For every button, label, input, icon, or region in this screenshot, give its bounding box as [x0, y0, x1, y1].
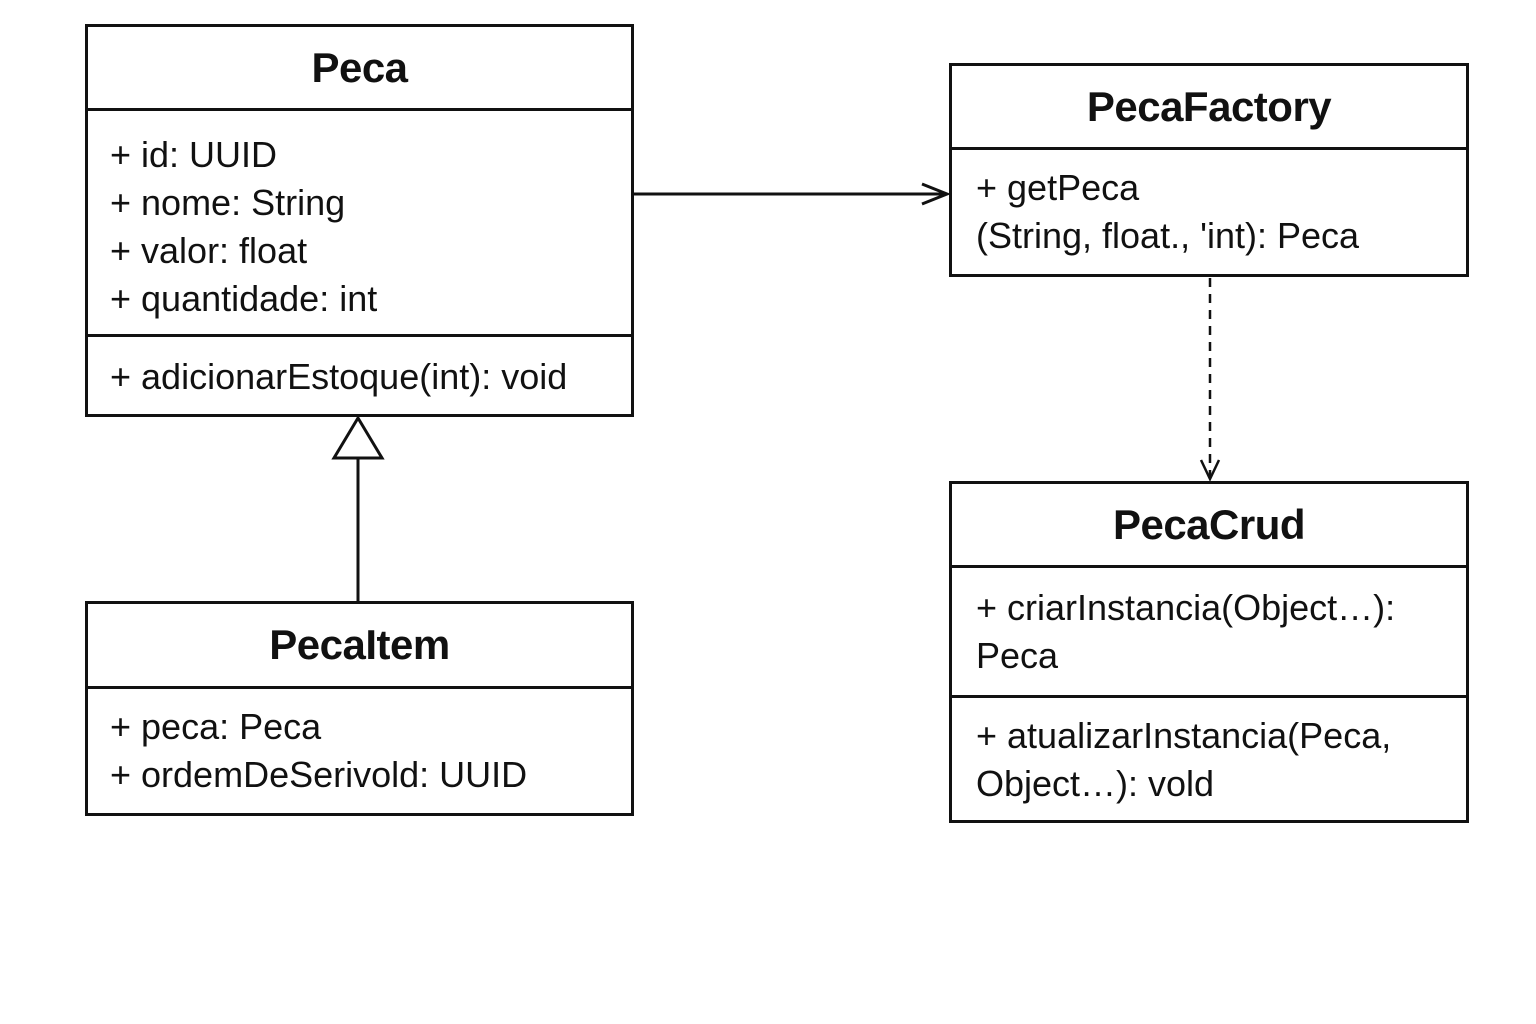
attribute: + quantidade: int: [110, 278, 378, 319]
operation: + getPeca: [976, 167, 1140, 208]
class-name: Peca: [88, 27, 631, 111]
attribute: + peca: Peca: [110, 706, 322, 747]
operation: Peca: [976, 635, 1059, 676]
class-pecaitem[interactable]: PecaItem + peca: Peca + ordemDeSerivold:…: [85, 601, 634, 816]
generalization-pecaitem-to-peca: [331, 415, 385, 601]
class-peca[interactable]: Peca + id: UUID + nome: String + valor: …: [85, 24, 634, 417]
class-name: PecaFactory: [952, 66, 1466, 150]
operation: Object…): vold: [976, 763, 1215, 804]
operation: + adicionarEstoque(int): void: [110, 356, 568, 397]
operation: + atualizarInstancia(Peca,: [976, 715, 1392, 756]
attribute: + valor: float: [110, 230, 308, 271]
operations-compartment: + getPeca (String, float., 'int): Peca: [952, 150, 1466, 260]
attribute: + nome: String: [110, 182, 346, 223]
dependency-factory-to-crud: [1199, 278, 1221, 482]
attribute: + id: UUID: [110, 134, 278, 175]
operation: + criarInstancia(Object…):: [976, 587, 1396, 628]
class-name: PecaItem: [88, 604, 631, 689]
operation: (String, float., 'int): Peca: [976, 215, 1360, 256]
attribute: + ordemDeSerivold: UUID: [110, 754, 528, 795]
class-name: PecaCrud: [952, 484, 1466, 568]
attributes-compartment: + id: UUID + nome: String + valor: float…: [88, 111, 631, 337]
operations-compartment: + criarInstancia(Object…): Peca: [952, 568, 1466, 698]
operations-compartment: + atualizarInstancia(Peca, Object…): vol…: [952, 698, 1466, 808]
attributes-compartment: + peca: Peca + ordemDeSerivold: UUID: [88, 689, 631, 799]
operations-compartment: + adicionarEstoque(int): void: [88, 337, 631, 401]
association-peca-to-factory: [634, 182, 952, 206]
class-pecacrud[interactable]: PecaCrud + criarInstancia(Object…): Peca…: [949, 481, 1469, 823]
class-pecafactory[interactable]: PecaFactory + getPeca (String, float., '…: [949, 63, 1469, 277]
